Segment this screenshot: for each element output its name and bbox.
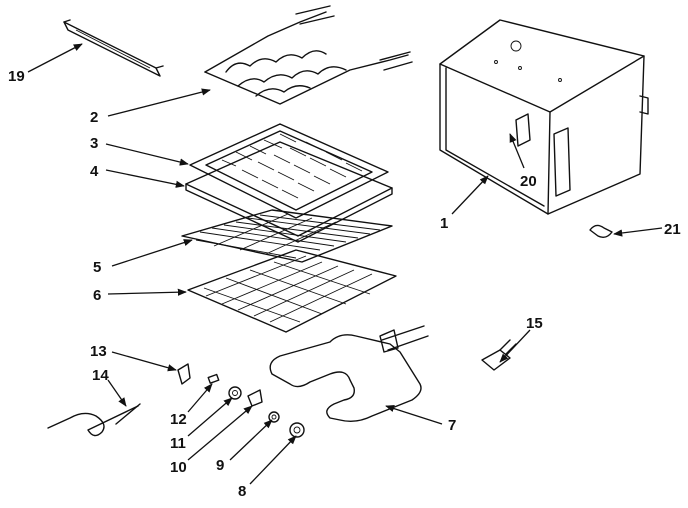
- leader-8: [249, 435, 297, 485]
- part-6-oven-rack: [187, 249, 397, 333]
- part-11-washer: [228, 386, 242, 400]
- callout-13: 13: [90, 343, 107, 360]
- part-20-cavity-bracket: [515, 113, 531, 147]
- part-9-washer: [268, 411, 280, 423]
- leader-1: [451, 175, 489, 215]
- leader-13: [111, 351, 177, 372]
- callout-7: 7: [448, 417, 456, 434]
- leader-6: [107, 288, 187, 296]
- part-14-probe: [47, 403, 141, 437]
- leader-21: [613, 227, 663, 237]
- callout-labels: 19 2 3 4 5 6 13 14 12 11 10 9 8 7 15 1 2…: [8, 68, 681, 500]
- part-7-bake-element: [269, 325, 429, 423]
- callout-5: 5: [93, 259, 101, 276]
- callout-14: 14: [92, 367, 109, 384]
- callout-9: 9: [216, 457, 224, 474]
- part-13-bracket: [177, 363, 191, 385]
- leader-19: [27, 43, 83, 73]
- callout-11: 11: [170, 435, 186, 452]
- callout-1: 1: [440, 215, 448, 232]
- leader-10: [187, 405, 253, 461]
- part-12-spacer: [207, 373, 220, 384]
- callout-6: 6: [93, 287, 101, 304]
- callout-15: 15: [526, 315, 543, 332]
- callout-4: 4: [90, 163, 99, 180]
- part-8-nut: [289, 422, 305, 438]
- leader-9: [229, 419, 273, 461]
- part-3-broil-pan-grid: [189, 123, 389, 219]
- part-5-oven-rack: [181, 209, 393, 263]
- leader-3: [105, 143, 189, 166]
- callout-19: 19: [8, 68, 25, 85]
- leader-11: [187, 397, 233, 437]
- callout-12: 12: [170, 411, 187, 428]
- leader-12: [187, 383, 213, 413]
- part-1-oven-cavity: [439, 19, 649, 215]
- leader-14: [107, 379, 127, 407]
- leader-lines: [27, 43, 663, 485]
- part-15-connector: [481, 339, 517, 371]
- callout-2: 2: [90, 109, 98, 126]
- part-19-trim-bracket: [63, 19, 164, 77]
- part-4-broil-pan: [185, 141, 393, 243]
- leader-20: [509, 133, 525, 169]
- callout-21: 21: [664, 221, 681, 238]
- part-10-clip: [247, 389, 263, 407]
- leader-15: [499, 329, 531, 363]
- callout-3: 3: [90, 135, 98, 152]
- leader-5: [111, 239, 193, 267]
- callout-8: 8: [238, 483, 246, 500]
- leader-4: [105, 169, 185, 188]
- leader-2: [107, 88, 211, 117]
- part-21-clip: [589, 224, 613, 239]
- callout-20: 20: [520, 173, 537, 190]
- part-2-broil-element: [204, 5, 413, 105]
- callout-10: 10: [170, 459, 187, 476]
- leader-7: [385, 405, 443, 425]
